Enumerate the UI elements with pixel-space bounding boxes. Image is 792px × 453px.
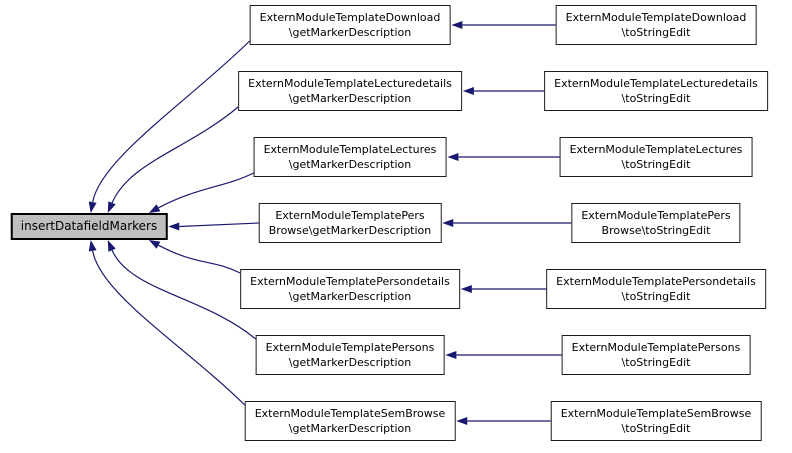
- node-label-line2: \toStringEdit: [621, 356, 691, 369]
- node-persondetails-to-string-edit[interactable]: ExternModuleTemplatePersondetails \toStr…: [546, 269, 766, 309]
- node-label-line1: ExternModuleTemplateLectures: [263, 143, 437, 156]
- node-label-line1: ExternModuleTemplateSemBrowse: [560, 407, 752, 420]
- node-download-get-marker-description[interactable]: ExternModuleTemplateDownload \getMarkerD…: [249, 5, 451, 45]
- node-label-line2: \toStringEdit: [621, 26, 691, 39]
- node-label-line2: Browse\getMarkerDescription: [268, 224, 432, 237]
- node-download-to-string-edit[interactable]: ExternModuleTemplateDownload \toStringEd…: [555, 5, 757, 45]
- node-label-line1: ExternModuleTemplateDownload: [259, 11, 441, 24]
- node-label-line2: \getMarkerDescription: [288, 92, 412, 105]
- node-label-line1: ExternModuleTemplatePers: [581, 209, 731, 222]
- node-persons-to-string-edit[interactable]: ExternModuleTemplatePersons \toStringEdi…: [561, 335, 751, 375]
- node-label-line2: \getMarkerDescription: [288, 422, 412, 435]
- node-label-line2: \toStringEdit: [621, 290, 691, 303]
- node-label-line1: ExternModuleTemplateLecturedetails: [248, 77, 452, 90]
- node-label-line1: ExternModuleTemplatePersondetails: [556, 275, 756, 288]
- node-label-line1: ExternModuleTemplateDownload: [565, 11, 747, 24]
- node-label-line2: \toStringEdit: [621, 158, 691, 171]
- node-label-line1: ExternModuleTemplatePersons: [571, 341, 741, 354]
- node-label-line2: \getMarkerDescription: [288, 158, 412, 171]
- node-sem-browse-to-string-edit[interactable]: ExternModuleTemplateSemBrowse \toStringE…: [550, 401, 762, 441]
- node-label-line1: ExternModuleTemplatePersons: [265, 341, 435, 354]
- node-label-line2: \getMarkerDescription: [288, 26, 412, 39]
- node-label-line1: ExternModuleTemplateLecturedetails: [554, 77, 758, 90]
- node-label-line1: ExternModuleTemplatePersondetails: [250, 275, 450, 288]
- node-pers-browse-to-string-edit[interactable]: ExternModuleTemplatePers Browse\toString…: [571, 203, 741, 243]
- node-sem-browse-get-marker-description[interactable]: ExternModuleTemplateSemBrowse \getMarker…: [244, 401, 456, 441]
- node-label-line1: ExternModuleTemplateSemBrowse: [254, 407, 446, 420]
- node-label-line1: ExternModuleTemplateLectures: [569, 143, 743, 156]
- node-insert-datafield-markers[interactable]: insertDatafieldMarkers: [10, 213, 168, 240]
- node-label-line2: \toStringEdit: [621, 92, 691, 105]
- node-label-line2: \toStringEdit: [621, 422, 691, 435]
- node-label: insertDatafieldMarkers: [20, 219, 158, 233]
- node-lecturedetails-to-string-edit[interactable]: ExternModuleTemplateLecturedetails \toSt…: [544, 71, 768, 111]
- node-label-line1: ExternModuleTemplatePers: [275, 209, 425, 222]
- node-label-line2: \getMarkerDescription: [288, 290, 412, 303]
- node-lectures-to-string-edit[interactable]: ExternModuleTemplateLectures \toStringEd…: [559, 137, 753, 177]
- node-persondetails-get-marker-description[interactable]: ExternModuleTemplatePersondetails \getMa…: [240, 269, 460, 309]
- node-label-line2: \getMarkerDescription: [288, 356, 412, 369]
- node-label-line2: Browse\toStringEdit: [601, 224, 711, 237]
- node-lecturedetails-get-marker-description[interactable]: ExternModuleTemplateLecturedetails \getM…: [238, 71, 462, 111]
- node-persons-get-marker-description[interactable]: ExternModuleTemplatePersons \getMarkerDe…: [255, 335, 445, 375]
- node-lectures-get-marker-description[interactable]: ExternModuleTemplateLectures \getMarkerD…: [253, 137, 447, 177]
- node-pers-browse-get-marker-description[interactable]: ExternModuleTemplatePers Browse\getMarke…: [258, 203, 442, 243]
